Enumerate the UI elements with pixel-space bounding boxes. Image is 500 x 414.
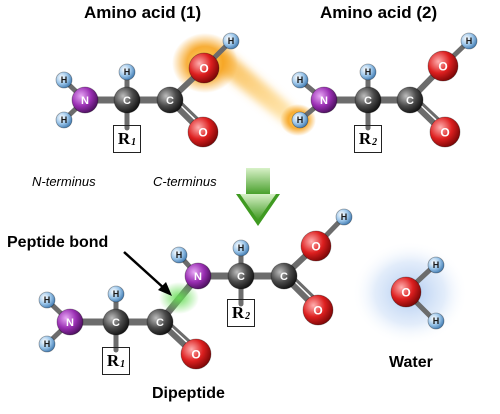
dp-carbonyl2-oxygen-symbol: O — [313, 303, 322, 317]
r2-letter: R — [358, 129, 372, 148]
aa1-hydroxyl-oxygen-symbol: O — [199, 61, 208, 75]
aa2-hydroxyl-h-symbol: H — [466, 36, 473, 46]
r1-subscript: 1 — [131, 136, 137, 148]
aa1-hydroxyl-oxygen-atom: O — [188, 52, 220, 84]
dp-amide-nitrogen-symbol: N — [194, 271, 202, 283]
dp-amine-h-bottom-symbol: H — [44, 339, 51, 349]
aa2-carbonyl-oxygen-symbol: O — [440, 125, 449, 139]
aa1-carbonyl-oxygen-atom: O — [187, 116, 219, 148]
dipeptide-label: Dipeptide — [152, 385, 225, 402]
aa2-amine-h-bottom-symbol: H — [297, 115, 304, 125]
aa1-carboxyl-carbon-symbol: C — [166, 95, 174, 107]
aa2-hydroxyl-oxygen-atom: O — [427, 50, 459, 82]
aa2-alpha-h-symbol: H — [365, 67, 372, 77]
dp-amine-h-top-atom: H — [38, 291, 56, 309]
aa2-alpha-carbon-atom: C — [354, 86, 382, 114]
r1-letter: R — [106, 351, 120, 370]
aa1-alpha-carbon-atom: C — [113, 86, 141, 114]
aa1-carbonyl-oxygen-symbol: O — [198, 125, 207, 139]
dp-hydroxyl-h-atom: H — [335, 208, 353, 226]
dp-amide-h-atom: H — [170, 246, 188, 264]
dp-n-terminal-nitrogen-atom: N — [56, 308, 84, 336]
aa1-carboxyl-carbon-atom: C — [156, 86, 184, 114]
water-oxygen-atom: O — [390, 276, 422, 308]
aa2-carboxyl-carbon-symbol: C — [406, 95, 414, 107]
aa2-hydroxyl-oxygen-symbol: O — [438, 59, 447, 73]
dp-alpha2-h-symbol: H — [238, 243, 245, 253]
r1-subscript: 1 — [120, 358, 126, 370]
water-oxygen-symbol: O — [401, 285, 410, 299]
water-h-top-atom: H — [427, 256, 445, 274]
dp-carbonyl1-oxygen-atom: O — [180, 338, 212, 370]
dp-carbonyl1-carbon-symbol: C — [156, 317, 164, 329]
amino-acid-1-title: Amino acid (1) — [84, 3, 202, 22]
aa1-nitrogen-symbol: N — [81, 95, 89, 107]
water-h-bottom-atom: H — [427, 312, 445, 330]
dp-alpha2-carbon-symbol: C — [237, 271, 245, 283]
r1-letter: R — [117, 129, 131, 148]
aa2-carbonyl-oxygen-atom: O — [429, 116, 461, 148]
dp-alpha1-h-atom: H — [107, 285, 125, 303]
aa1-alpha-carbon-symbol: C — [123, 95, 131, 107]
dp-carbonyl1-carbon-atom: C — [146, 308, 174, 336]
water-h-top-symbol: H — [433, 260, 440, 270]
water-h-bottom-symbol: H — [433, 316, 440, 326]
aa2-hydroxyl-h-atom: H — [460, 32, 478, 50]
dp-carboxyl-carbon-atom: C — [270, 262, 298, 290]
aa2-alpha-carbon-symbol: C — [364, 95, 372, 107]
reaction-arrow — [236, 168, 280, 226]
dp-amine-h-top-symbol: H — [44, 295, 51, 305]
water-label: Water — [389, 354, 433, 371]
aa1-nitrogen-atom: N — [71, 86, 99, 114]
aa1-amine-h-top-atom: H — [55, 71, 73, 89]
dp-alpha2-carbon-atom: C — [227, 262, 255, 290]
aa2-alpha-h-atom: H — [359, 63, 377, 81]
r2-subscript: 2 — [245, 310, 251, 322]
dp-carbonyl1-oxygen-symbol: O — [191, 347, 200, 361]
dp-amide-h-symbol: H — [176, 250, 183, 260]
aa1-alpha-h-symbol: H — [124, 67, 131, 77]
aa2-nitrogen-symbol: N — [320, 95, 328, 107]
aa1-amine-h-top-symbol: H — [61, 75, 68, 85]
n-terminus-label: N-terminus — [32, 174, 96, 189]
dp-alpha1-carbon-atom: C — [102, 308, 130, 336]
aa2-carboxyl-carbon-atom: C — [396, 86, 424, 114]
dp-carbonyl2-oxygen-atom: O — [302, 294, 334, 326]
dp-carboxyl-carbon-symbol: C — [280, 271, 288, 283]
aa1-hydroxyl-h-symbol: H — [228, 36, 235, 46]
dp-amine-h-bottom-atom: H — [38, 335, 56, 353]
aa1-amine-h-bottom-atom: H — [55, 111, 73, 129]
r2-letter: R — [231, 303, 245, 322]
dp-alpha1-h-symbol: H — [113, 289, 120, 299]
r2-subscript: 2 — [372, 136, 378, 148]
aa1-hydroxyl-h-atom: H — [222, 32, 240, 50]
dp-hydroxyl-oxygen-atom: O — [300, 230, 332, 262]
aa1-alpha-h-atom: H — [118, 63, 136, 81]
aa2-nitrogen-atom: N — [310, 86, 338, 114]
amino-acid-2-title: Amino acid (2) — [320, 3, 438, 22]
aa2-amine-h-top-symbol: H — [297, 75, 304, 85]
aa2-amine-h-top-atom: H — [291, 71, 309, 89]
dp-alpha1-carbon-symbol: C — [112, 317, 120, 329]
dp-alpha2-h-atom: H — [232, 239, 250, 257]
dp-n-terminal-nitrogen-symbol: N — [66, 317, 74, 329]
dp-hydroxyl-oxygen-symbol: O — [311, 239, 320, 253]
dp-hydroxyl-h-symbol: H — [341, 212, 348, 222]
aa2-amine-h-bottom-atom: H — [291, 111, 309, 129]
peptide-bond-label: Peptide bond — [7, 234, 109, 251]
peptide-bond-pointer — [123, 251, 172, 296]
c-terminus-label: C-terminus — [153, 174, 217, 189]
aa1-amine-h-bottom-symbol: H — [61, 115, 68, 125]
dp-amide-nitrogen-atom: N — [184, 262, 212, 290]
